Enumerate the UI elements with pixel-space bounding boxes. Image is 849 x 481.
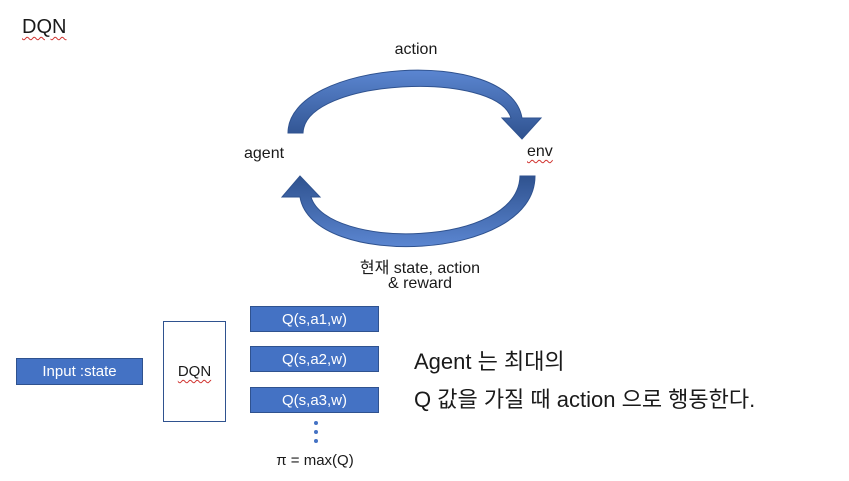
input-state-box: Input :state	[16, 358, 143, 385]
env-label: env	[527, 143, 553, 160]
q-output-a2: Q(s,a2,w)	[250, 346, 379, 372]
feedback-label-line1: 현재 state, action	[359, 260, 481, 277]
ellipsis-dot	[314, 430, 318, 434]
description-line1: Agent 는 최대의	[414, 349, 565, 374]
dqn-model-label: DQN	[177, 363, 212, 380]
ellipsis-dot	[314, 439, 318, 443]
dqn-model-box: DQN	[163, 321, 226, 422]
ellipsis-dot	[314, 421, 318, 425]
description-line2: Q 값을 가질 때 action 으로 행동한다.	[414, 387, 756, 412]
action-arrow	[287, 69, 543, 140]
feedback-arrow	[280, 175, 536, 248]
feedback-label-line2: & reward	[387, 275, 453, 292]
page-title: DQN	[22, 16, 67, 38]
q-output-a3: Q(s,a3,w)	[250, 387, 379, 413]
policy-label: π = max(Q)	[276, 452, 354, 469]
q-output-a1: Q(s,a1,w)	[250, 306, 379, 332]
agent-label: agent	[244, 145, 285, 162]
action-label: action	[394, 41, 438, 58]
